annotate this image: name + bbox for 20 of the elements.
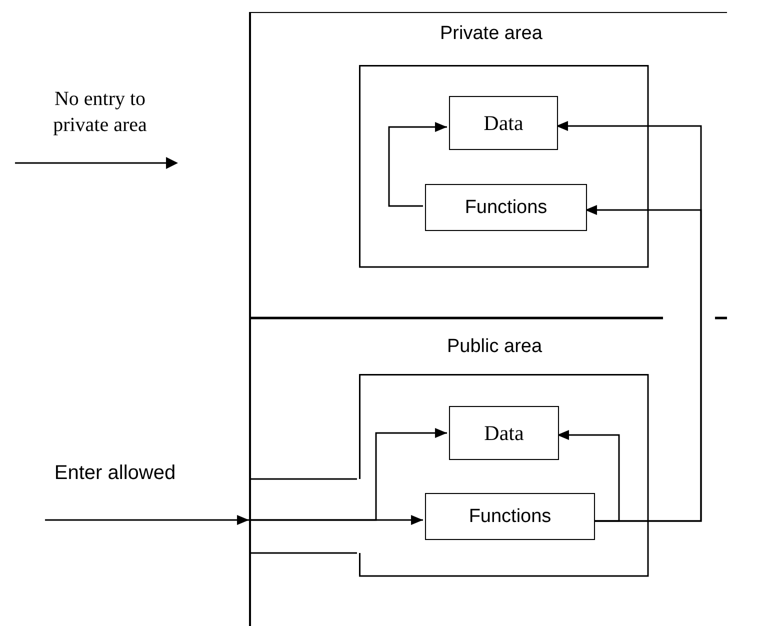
member-label: Data [484, 420, 524, 446]
annotation-text: Enter allowed [53, 461, 177, 486]
area-heading: Public area [447, 336, 542, 358]
arrow [556, 121, 702, 522]
arrow [388, 122, 447, 207]
data-box [449, 406, 559, 460]
arrow [557, 430, 620, 522]
area-heading: Private area [440, 23, 542, 45]
member-label: Data [484, 110, 524, 136]
data-box [449, 96, 558, 150]
annotation-text: No entry to private area [52, 87, 148, 138]
functions-box [425, 184, 587, 231]
class-area-panel [249, 12, 727, 318]
member-label: Functions [464, 196, 548, 218]
member-box [359, 65, 649, 268]
member-box [359, 374, 649, 577]
arrow [249, 428, 447, 521]
functions-box [425, 493, 595, 540]
arrow [45, 515, 249, 525]
member-label: Functions [468, 506, 552, 528]
